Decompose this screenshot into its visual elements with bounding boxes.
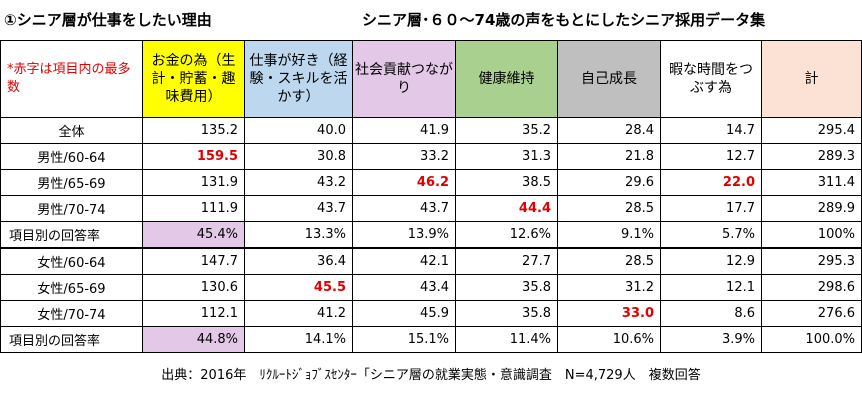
cell: 311.4	[761, 169, 862, 196]
cell: 45.9	[352, 300, 456, 327]
cell: 30.8	[244, 143, 353, 170]
cell: 8.6	[660, 300, 762, 327]
cell: 11.4%	[455, 326, 558, 353]
cell: 100.0%	[761, 326, 862, 353]
cell: 33.2	[352, 143, 456, 170]
table-row: 男性/65-69 131.9 43.2 46.2 38.5 29.6 22.0 …	[0, 169, 862, 196]
cell: 12.6%	[455, 221, 558, 249]
header-social: 社会貢献つながり	[352, 40, 456, 118]
cell: 43.2	[244, 169, 353, 196]
cell: 5.7%	[660, 221, 762, 249]
cell-max: 33.0	[557, 300, 661, 327]
cell: 13.9%	[352, 221, 456, 249]
row-label: 項目別の回答率	[0, 326, 143, 353]
cell: 9.1%	[557, 221, 661, 249]
cell: 3.9%	[660, 326, 762, 353]
cell: 21.8	[557, 143, 661, 170]
cell: 131.9	[142, 169, 245, 196]
cell: 112.1	[142, 300, 245, 327]
cell: 41.9	[352, 117, 456, 144]
cell: 12.7	[660, 143, 762, 170]
cell: 29.6	[557, 169, 661, 196]
cell: 35.2	[455, 117, 558, 144]
cell: 28.4	[557, 117, 661, 144]
cell: 147.7	[142, 247, 245, 275]
table-title: ①シニア層が仕事をしたい理由	[4, 11, 212, 29]
source-note: 出典：2016年 ﾘｸﾙｰﾄｼﾞｮﾌﾞｽｾﾝﾀｰ「シニア層の就業実態・意識調査 …	[161, 368, 701, 383]
cell: 10.6%	[557, 326, 661, 353]
cell-max: 22.0	[660, 169, 762, 196]
cell: 36.4	[244, 247, 353, 275]
cell: 130.6	[142, 274, 245, 301]
cell: 289.9	[761, 195, 862, 222]
rate-row-female: 項目別の回答率 44.8% 14.1% 15.1% 11.4% 10.6% 3.…	[0, 326, 862, 353]
cell: 43.7	[244, 195, 353, 222]
cell: 12.1	[660, 274, 762, 301]
cell: 41.2	[244, 300, 353, 327]
cell-max: 44.4	[455, 195, 558, 222]
row-label: 女性/65-69	[0, 274, 143, 301]
cell: 295.3	[761, 247, 862, 275]
cell: 298.6	[761, 274, 862, 301]
cell: 295.4	[761, 117, 862, 144]
header-health: 健康維持	[455, 40, 558, 118]
table-row: 女性/70-74 112.1 41.2 45.9 35.8 33.0 8.6 2…	[0, 300, 862, 327]
header-money: お金の為（生計・貯蓄・趣味費用）	[142, 40, 245, 118]
row-label: 男性/70-74	[0, 195, 143, 222]
cell: 28.5	[557, 247, 661, 275]
collection-title: シニア層･６０～74歳の声をもとにしたシニア採用データ集	[362, 11, 766, 29]
cell: 14.7	[660, 117, 762, 144]
survey-table: *赤字は項目内の最多数 お金の為（生計・貯蓄・趣味費用） 仕事が好き（経験・スキ…	[0, 40, 862, 353]
cell: 289.3	[761, 143, 862, 170]
cell: 43.7	[352, 195, 456, 222]
cell: 27.7	[455, 247, 558, 275]
header-growth: 自己成長	[557, 40, 661, 118]
table-row: 男性/60-64 159.5 30.8 33.2 31.3 21.8 12.7 …	[0, 143, 862, 170]
cell: 100%	[761, 221, 862, 249]
table-row: 女性/60-64 147.7 36.4 42.1 27.7 28.5 12.9 …	[0, 247, 862, 275]
cell: 28.5	[557, 195, 661, 222]
cell: 45.4%	[142, 221, 245, 249]
header-like-work: 仕事が好き（経験・スキルを活かす）	[244, 40, 353, 118]
table-row: 全体 135.2 40.0 41.9 35.2 28.4 14.7 295.4	[0, 117, 862, 144]
row-label: 全体	[0, 117, 143, 144]
cell: 44.8%	[142, 326, 245, 353]
table-row: 女性/65-69 130.6 45.5 43.4 35.8 31.2 12.1 …	[0, 274, 862, 301]
cell: 14.1%	[244, 326, 353, 353]
cell: 35.8	[455, 274, 558, 301]
cell: 135.2	[142, 117, 245, 144]
cell: 13.3%	[244, 221, 353, 249]
row-label: 女性/60-64	[0, 247, 143, 275]
cell: 276.6	[761, 300, 862, 327]
cell: 43.4	[352, 274, 456, 301]
cell: 35.8	[455, 300, 558, 327]
table-row: 男性/70-74 111.9 43.7 43.7 44.4 28.5 17.7 …	[0, 195, 862, 222]
cell-max: 159.5	[142, 143, 245, 170]
cell: 31.2	[557, 274, 661, 301]
header-total: 計	[761, 40, 862, 118]
cell: 42.1	[352, 247, 456, 275]
cell-max: 46.2	[352, 169, 456, 196]
rate-row-male: 項目別の回答率 45.4% 13.3% 13.9% 12.6% 9.1% 5.7…	[0, 221, 862, 249]
cell-max: 45.5	[244, 274, 353, 301]
cell: 12.9	[660, 247, 762, 275]
cell: 15.1%	[352, 326, 456, 353]
row-label: 項目別の回答率	[0, 221, 143, 249]
cell: 40.0	[244, 117, 353, 144]
row-label: 男性/65-69	[0, 169, 143, 196]
header-free-time: 暇な時間をつぶす為	[660, 40, 762, 118]
cell: 17.7	[660, 195, 762, 222]
header-row: *赤字は項目内の最多数 お金の為（生計・貯蓄・趣味費用） 仕事が好き（経験・スキ…	[0, 40, 862, 118]
red-note: *赤字は項目内の最多数	[0, 40, 143, 118]
cell: 111.9	[142, 195, 245, 222]
row-label: 女性/70-74	[0, 300, 143, 327]
cell: 38.5	[455, 169, 558, 196]
row-label: 男性/60-64	[0, 143, 143, 170]
cell: 31.3	[455, 143, 558, 170]
